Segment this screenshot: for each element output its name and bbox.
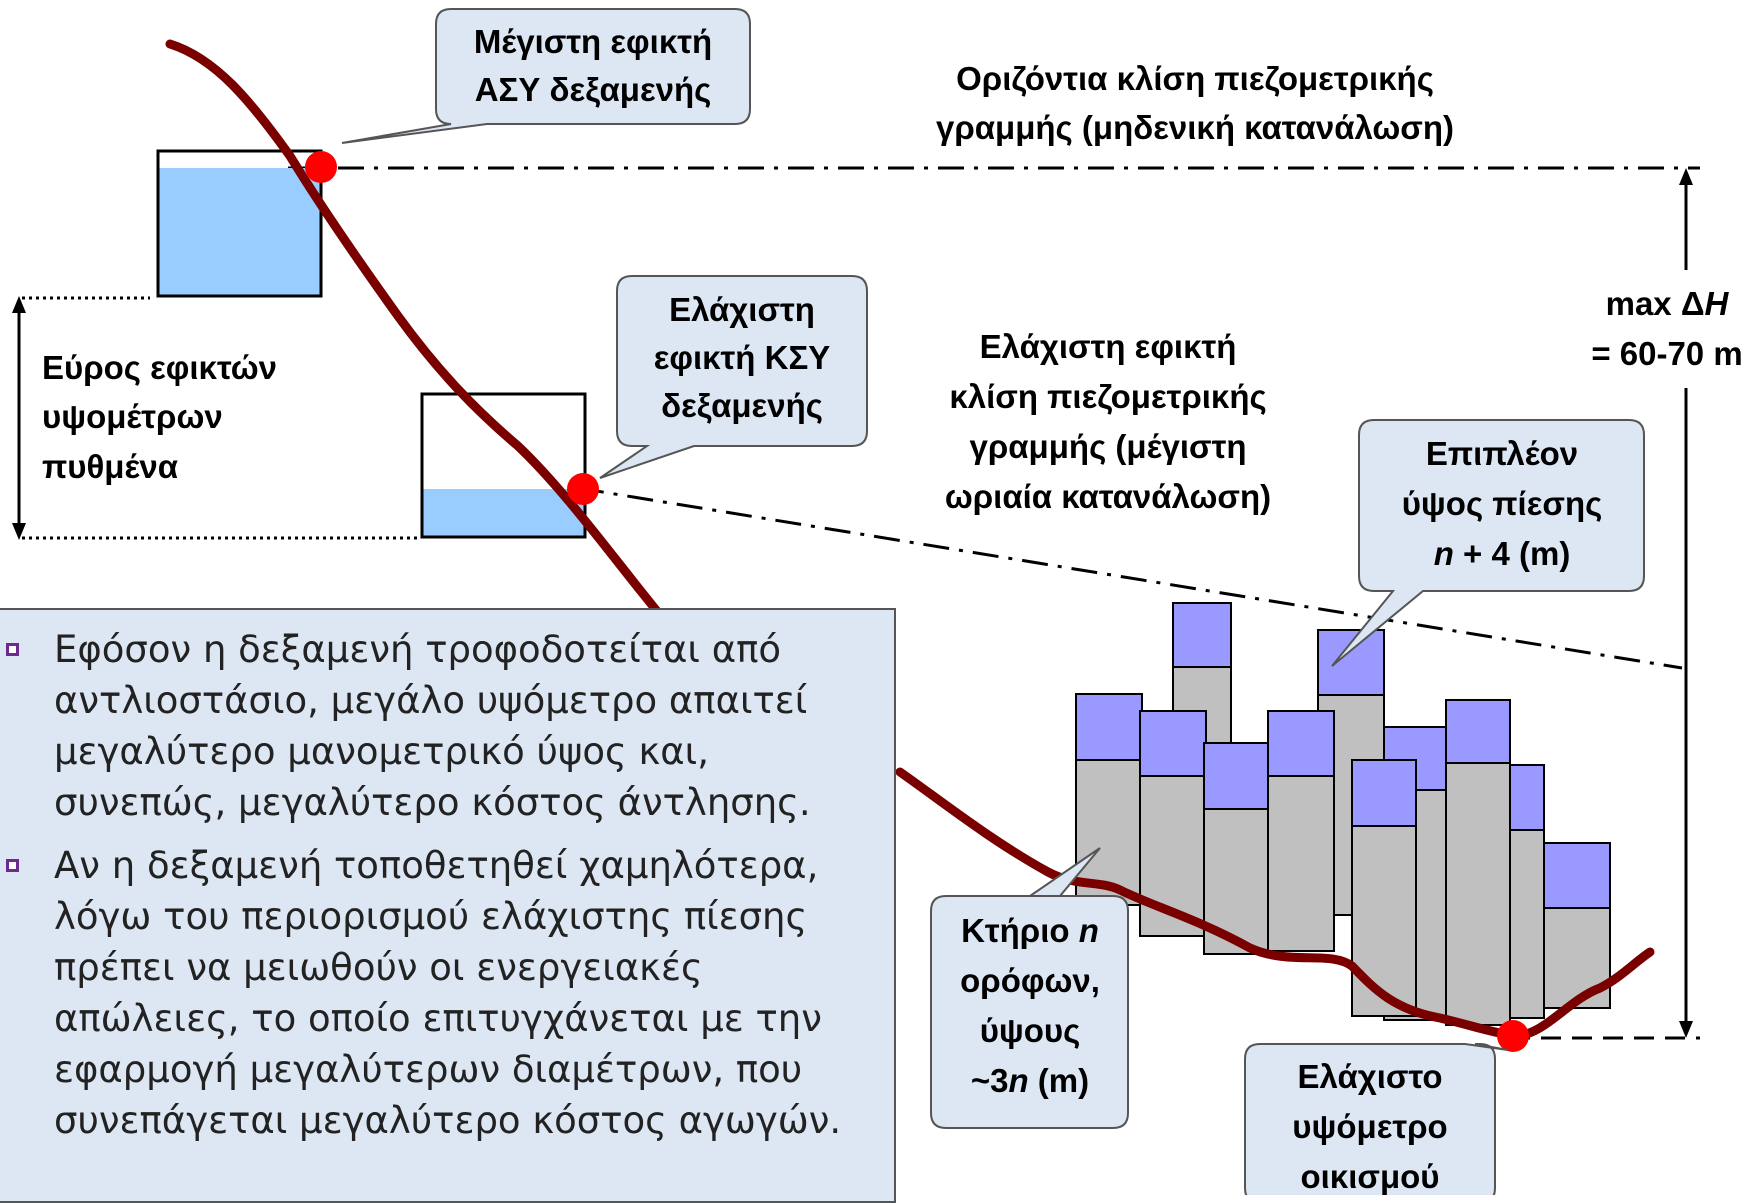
callout-max-tank-line2: ΑΣΥ δεξαμενής [475, 71, 712, 108]
label-horizontal-line-1: Οριζόντια κλίση πιεζομετρικής [956, 60, 1434, 97]
callout-building-line2: ορόφων, [960, 962, 1100, 999]
building [1075, 693, 1143, 906]
callout-building: Κτήριο n ορόφων, ύψους ~3n (m) [930, 847, 1129, 1129]
label-max-dh: max ΔH = 60-70 m [1591, 285, 1742, 372]
min-slope-piezometric-line [577, 486, 1683, 670]
label-max-dh-1: max ΔH [1606, 285, 1730, 322]
bullet-square-icon [6, 859, 19, 872]
callout-max-tank: Μέγιστη εφικτή ΑΣΥ δεξαμενής [341, 8, 751, 144]
label-max-dh-2: = 60-70 m [1591, 335, 1742, 372]
max-tank-level-marker [305, 151, 337, 183]
callout-min-elevation-line1: Ελάχιστο [1298, 1058, 1443, 1095]
callout-building-line3: ύψους [980, 1012, 1081, 1049]
bullet-text-pumping: Εφόσον η δεξαμενή τροφοδοτείται από αντλ… [54, 628, 811, 824]
max-dh-arrow [1679, 168, 1693, 1038]
callout-min-elevation: Ελάχιστο υψόμετρο οικισμού [1244, 1043, 1509, 1195]
label-horizontal-line: Οριζόντια κλίση πιεζομετρικής γραμμής (μ… [936, 60, 1454, 146]
callout-building-line1: Κτήριο n [961, 912, 1099, 949]
label-min-slope-1: Ελάχιστη εφικτή [980, 328, 1237, 365]
label-min-slope-2: κλίση πιεζομετρικής [949, 378, 1266, 415]
min-elevation-marker [1497, 1020, 1529, 1052]
bullet-square-icon [6, 643, 19, 656]
upper-tank [156, 149, 323, 298]
callout-extra-pressure-line1: Επιπλέον [1426, 435, 1578, 472]
label-bottom-range-1: Εύρος εφικτών [42, 349, 277, 386]
min-tank-level-marker [567, 473, 599, 505]
explanation-textbox: Εφόσον η δεξαμενή τροφοδοτείται από αντλ… [0, 608, 896, 1203]
label-min-slope: Ελάχιστη εφικτή κλίση πιεζομετρικής γραμ… [945, 328, 1271, 515]
building [1509, 764, 1545, 1019]
callout-extra-pressure-line2: ύψος πίεσης [1402, 485, 1603, 522]
callout-min-tank-line3: δεξαμενής [661, 387, 823, 424]
label-bottom-range: Εύρος εφικτών υψομέτρων πυθμένα [42, 349, 277, 485]
callout-min-tank-line1: Ελάχιστη [669, 291, 815, 328]
label-bottom-range-2: υψομέτρων [42, 398, 223, 435]
label-min-slope-4: ωριαία κατανάλωση) [945, 478, 1271, 515]
bullet-item-diameters: Αν η δεξαμενή τοποθετηθεί χαμηλότερα, λό… [0, 840, 894, 1146]
building [1445, 699, 1511, 1026]
callout-max-tank-line1: Μέγιστη εφικτή [474, 23, 712, 60]
building [1351, 759, 1417, 1017]
callout-extra-pressure: Επιπλέον ύψος πίεσης n + 4 (m) [1331, 419, 1645, 667]
callout-extra-pressure-formula: n + 4 (m) [1434, 535, 1571, 572]
callout-min-elevation-line2: υψόμετρο [1292, 1108, 1447, 1145]
bottom-range-arrow [12, 296, 26, 540]
terrain-line [165, 39, 1655, 1041]
label-horizontal-line-2: γραμμής (μηδενική κατανάλωση) [936, 109, 1454, 146]
label-bottom-range-3: πυθμένα [42, 448, 178, 485]
building [1203, 742, 1271, 955]
callout-min-elevation-line3: οικισμού [1300, 1158, 1439, 1195]
lower-tank [420, 392, 587, 539]
callout-building-line4: ~3n (m) [971, 1062, 1089, 1099]
bullet-text-diameters: Αν η δεξαμενή τοποθετηθεί χαμηλότερα, λό… [54, 844, 842, 1142]
label-min-slope-3: γραμμής (μέγιστη [970, 428, 1247, 465]
callout-min-tank: Ελάχιστη εφικτή ΚΣΥ δεξαμενής [599, 275, 868, 479]
callout-min-tank-line2: εφικτή ΚΣΥ [654, 339, 831, 376]
bullet-item-pumping: Εφόσον η δεξαμενή τροφοδοτείται από αντλ… [0, 624, 894, 828]
building [1267, 710, 1335, 952]
